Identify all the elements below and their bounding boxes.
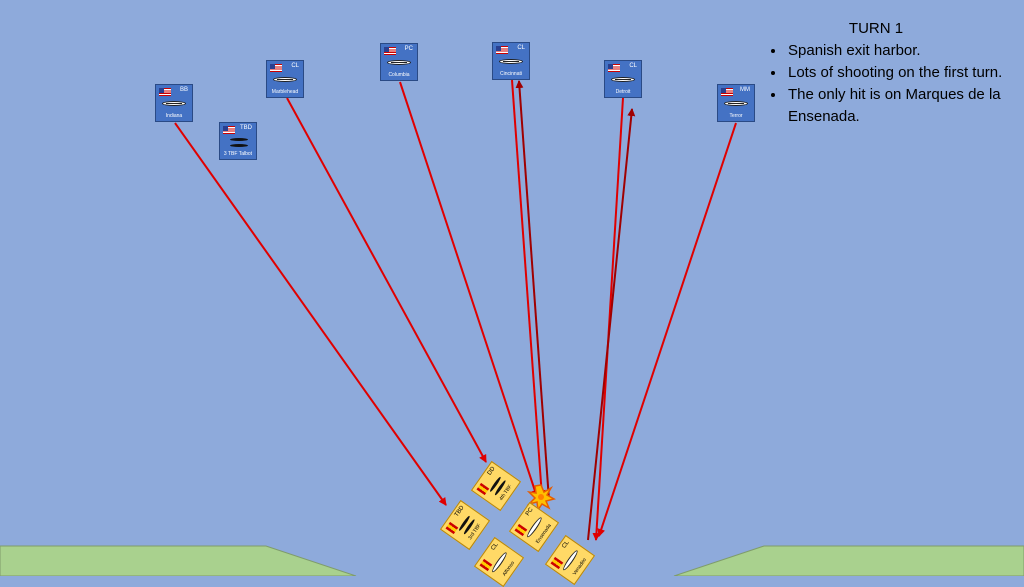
spanish-flag-icon [445,521,459,535]
us-flag-icon [608,64,620,72]
shot-arrows [174,79,737,541]
us-unit-columbia[interactable]: PC Columbia [380,43,418,81]
land-left [0,545,357,576]
unit-name: Terror [729,113,743,119]
us-unit-terror[interactable]: MM Terror [717,84,755,122]
land-right [673,545,1024,576]
us-flag-icon [384,47,396,55]
cruiser-icon [499,59,523,64]
shot-arrow [174,122,447,506]
us-flag-icon [159,88,171,96]
unit-type: CL [629,63,637,69]
torpedo-boats-icon [230,144,248,147]
shot-arrow [286,97,487,463]
unit-type: CL [490,541,500,552]
us-unit-cincinnati[interactable]: CL Cincinnati [492,42,530,80]
us-flag-icon [270,64,282,72]
cruiser-icon [273,77,297,82]
unit-type: TBD [240,125,252,131]
unit-type: DD [486,465,497,477]
unit-name: 3 TBF Talbot [223,151,253,157]
us-unit-talbot[interactable]: TBD 3 TBF Talbot [219,122,257,160]
spanish-flag-icon [476,482,490,496]
unit-type: CL [561,539,571,550]
spanish-flag-icon [479,558,493,572]
turn-notes: TURN 1 Spanish exit harbor. Lots of shoo… [756,18,1016,128]
notes-list: Spanish exit harbor. Lots of shooting on… [756,40,1016,128]
unit-name: Columbia [388,72,410,78]
explosion-icon [526,484,556,513]
turn-title: TURN 1 [848,20,904,37]
unit-type: PC [524,506,535,518]
torpedo-boats-icon [230,138,248,141]
note-item: Lots of shooting on the first turn. [786,62,1016,84]
unit-name: Indiana [165,113,183,119]
shot-arrow [592,97,624,541]
unit-name: Cincinnati [500,71,522,77]
shot-arrow [597,122,737,537]
return-shot-arrow [587,108,636,541]
note-item: The only hit is on Marques de la Ensenad… [786,84,1016,128]
unit-type: MM [740,87,750,93]
spanish-flag-icon [550,556,564,570]
shot-arrow [399,81,539,498]
us-unit-indiana[interactable]: BB Indiana [155,84,193,122]
unit-name: Marblehead [271,89,299,95]
unit-type: PC [404,46,413,52]
us-flag-icon [496,46,508,54]
us-unit-marblehead[interactable]: CL Marblehead [266,60,304,98]
battleship-icon [162,101,186,106]
note-item: Spanish exit harbor. [786,40,1016,62]
unit-name: Detroit [615,89,631,95]
us-unit-detroit[interactable]: CL Detroit [604,60,642,98]
return-shot-arrow [515,80,550,501]
unit-type: BB [179,87,188,93]
unit-type: CL [291,63,299,69]
unit-type: TBD [453,504,466,519]
shot-arrow [511,79,546,498]
spanish-flag-icon [514,523,528,537]
cruiser-icon [611,77,635,82]
cruiser-icon [387,60,411,65]
us-flag-icon [721,88,733,96]
us-flag-icon [223,126,235,134]
unit-type: CL [517,45,525,51]
monitor-icon [724,101,748,106]
